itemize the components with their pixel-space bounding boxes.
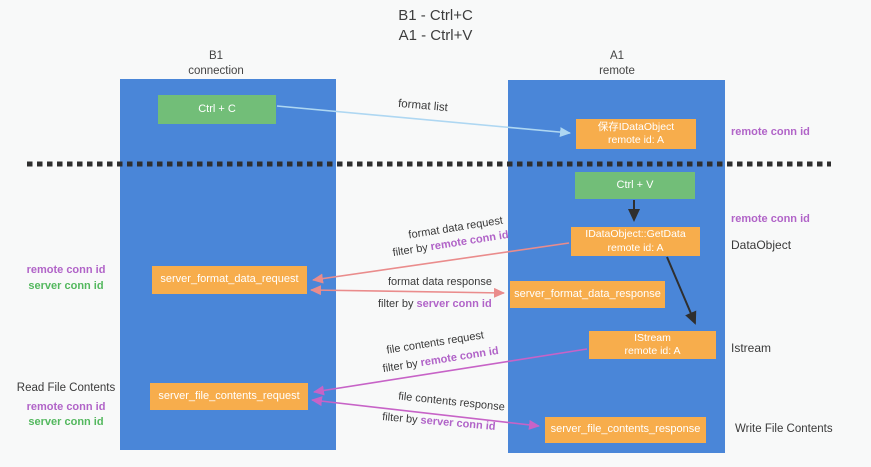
read-file-contents-label: Read File Contents bbox=[16, 382, 116, 394]
filter-by-text: filter by bbox=[378, 298, 414, 310]
box-server-file-contents-response-label: server_file_contents_response bbox=[550, 423, 701, 436]
box-server-format-data-response-label: server_format_data_response bbox=[514, 287, 661, 300]
right-remote-conn-id-1: remote conn id bbox=[731, 126, 810, 138]
box-ctrl-v-label: Ctrl + V bbox=[616, 178, 654, 191]
box-ctrl-c: Ctrl + C bbox=[158, 95, 276, 124]
box-save-dataobject-line2: remote id: A bbox=[607, 134, 665, 146]
left-column-header: B1 connection bbox=[160, 49, 272, 79]
diagram-title: B1 - Ctrl+C A1 - Ctrl+V bbox=[328, 6, 543, 45]
arrow-format-list bbox=[276, 105, 571, 138]
arrow-format-data-response bbox=[310, 285, 505, 298]
left-server-conn-id-1: server conn id bbox=[28, 280, 104, 292]
write-file-contents-label: Write File Contents bbox=[735, 423, 833, 435]
box-server-file-contents-request-label: server_file_contents_request bbox=[158, 389, 300, 402]
box-save-dataobject-line1: 保存IDataObject bbox=[597, 120, 675, 133]
right-column-name: A1 bbox=[609, 50, 625, 62]
arrow-file-contents-response bbox=[311, 396, 540, 430]
title-line-1: B1 - Ctrl+C bbox=[398, 7, 473, 24]
left-server-conn-id-2: server conn id bbox=[28, 416, 104, 428]
right-column-subtitle: remote bbox=[599, 64, 635, 77]
box-server-file-contents-request: server_file_contents_request bbox=[150, 383, 308, 410]
left-column-subtitle: connection bbox=[188, 64, 244, 77]
arrow-format-data-request bbox=[312, 242, 570, 284]
right-column-header: A1 remote bbox=[561, 49, 673, 79]
box-save-dataobject: 保存IDataObject remote id: A bbox=[576, 119, 696, 149]
box-idataobject-getdata-line1: IDataObject::GetData bbox=[585, 228, 686, 241]
server-conn-id-text: server conn id bbox=[416, 298, 492, 310]
box-idataobject-getdata: IDataObject::GetData remote id: A bbox=[571, 227, 700, 256]
box-server-file-contents-response: server_file_contents_response bbox=[545, 417, 706, 443]
label-format-data-response: format data response bbox=[388, 276, 492, 288]
box-idataobject-getdata-line2: remote id: A bbox=[607, 241, 664, 254]
dataobject-label: DataObject bbox=[731, 238, 792, 252]
box-istream-line1: IStream bbox=[634, 331, 671, 344]
box-server-format-data-request-label: server_format_data_request bbox=[160, 273, 299, 286]
box-server-format-data-response: server_format_data_response bbox=[510, 281, 665, 308]
left-remote-conn-id-2: remote conn id bbox=[26, 401, 106, 413]
box-istream: IStream remote id: A bbox=[589, 331, 716, 359]
box-istream-line2: remote id: A bbox=[624, 345, 681, 357]
left-column-name: B1 bbox=[208, 50, 224, 62]
left-remote-conn-id-1: remote conn id bbox=[26, 264, 106, 276]
box-ctrl-v: Ctrl + V bbox=[575, 172, 695, 199]
title-line-2: A1 - Ctrl+V bbox=[398, 26, 473, 44]
box-ctrl-c-label: Ctrl + C bbox=[198, 102, 236, 115]
right-remote-conn-id-2: remote conn id bbox=[731, 213, 810, 225]
istream-label: Istream bbox=[731, 341, 772, 355]
arrow-getdata-to-istream bbox=[666, 256, 697, 325]
box-server-format-data-request: server_format_data_request bbox=[152, 266, 307, 294]
arrow-file-contents-request bbox=[313, 348, 588, 396]
